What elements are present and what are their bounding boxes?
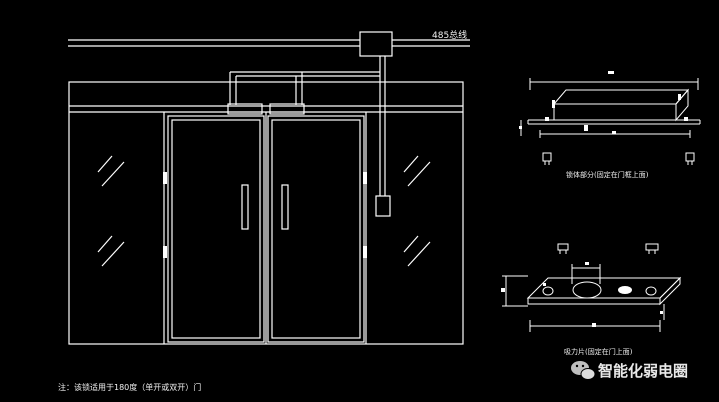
maglock-left (227, 103, 263, 115)
controller-box (359, 31, 393, 57)
maglock-right (269, 103, 305, 115)
door-hinges (163, 172, 367, 258)
armature-detail (502, 243, 682, 332)
door-leaf-right (267, 115, 365, 343)
exit-button (375, 195, 391, 217)
armature-label: 吸力片(固定在门上面) (564, 347, 633, 356)
lock-body-marks (519, 71, 688, 134)
door-frame (68, 81, 464, 345)
glass-reflections (97, 155, 431, 267)
door-leaf-left (167, 115, 265, 343)
bus-line (68, 39, 470, 47)
wechat-logo-icon (571, 361, 596, 380)
brand-watermark: 智能化弱电圈 (598, 362, 688, 380)
wiring (229, 56, 386, 196)
bus-label: 485总线 (432, 29, 467, 41)
armature-marks (501, 262, 663, 327)
lock-body-detail (520, 78, 701, 165)
note-label: 注：该锁适用于180度（单开或双开）门 (58, 382, 201, 392)
lock-body-label: 锁体部分(固定在门框上面) (566, 170, 649, 179)
